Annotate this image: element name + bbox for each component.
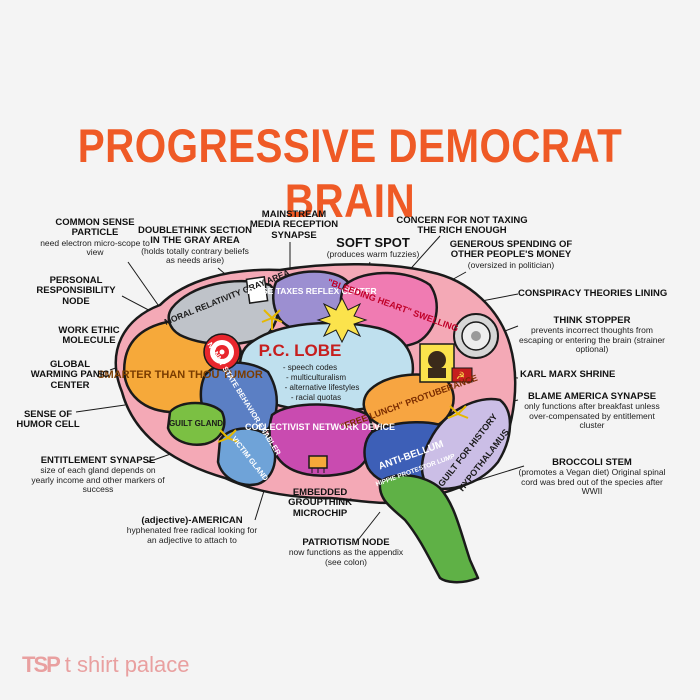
pc-lobe-item: - racial quotas bbox=[291, 393, 341, 402]
soft-spot-star bbox=[316, 296, 368, 344]
victim-gland bbox=[216, 427, 277, 487]
callout-personal-responsibility: PERSONAL RESPONSIBILITY NODE bbox=[36, 275, 116, 307]
brand-name: t shirt palace bbox=[64, 652, 190, 677]
guilt-gland-label: GUILT GLAND bbox=[169, 419, 223, 428]
callout-concern-taxing: CONCERN FOR NOT TAXING THE RICH ENOUGH bbox=[396, 215, 528, 237]
groupthink-microchip-icon bbox=[308, 455, 328, 473]
collectivist-label: COLLECTIVIST NETWORK DEVICE bbox=[245, 422, 395, 432]
callout-common-sense: COMMON SENSE PARTICLE need electron micr… bbox=[40, 217, 150, 258]
pc-lobe-item: - alternative lifestyles bbox=[285, 383, 360, 392]
guilt-gland bbox=[166, 401, 226, 446]
callout-generous-spending: GENEROUS SPENDING OF OTHER PEOPLE'S MONE… bbox=[449, 239, 573, 270]
karl-marx-shrine: ☭ bbox=[419, 343, 473, 383]
broccoli-stem bbox=[378, 474, 480, 584]
callout-blame-america: BLAME AMERICA SYNAPSE only functions aft… bbox=[524, 391, 660, 431]
callout-work-ethic: WORK ETHIC MOLECULE bbox=[58, 325, 120, 347]
collectivist-device bbox=[268, 403, 374, 477]
callout-karl-marx: KARL MARX SHRINE bbox=[520, 369, 616, 380]
callout-soft-spot: SOFT SPOT (produces warm fuzzies) bbox=[326, 235, 420, 260]
pc-lobe-item: - multiculturalism bbox=[286, 373, 346, 382]
raise-taxes-label: RAISE TAXES REFLEX CENTER bbox=[247, 286, 376, 296]
callout-think-stopper: THINK STOPPER prevents incorrect thought… bbox=[519, 315, 665, 355]
callout-sense-of-humor: SENSE OF HUMOR CELL bbox=[16, 409, 80, 431]
callout-mainstream-media: MAINSTREAM MEDIA RECEPTION SYNAPSE bbox=[249, 209, 339, 241]
callout-global-warming: GLOBAL WARMING PANIC CENTER bbox=[30, 359, 110, 391]
pc-lobe-title: P.C. LOBE bbox=[259, 341, 342, 360]
callout-american: (adjective)-AMERICAN hyphenated free rad… bbox=[126, 515, 258, 545]
synapse-sparks bbox=[217, 309, 469, 443]
think-stopper bbox=[453, 313, 499, 359]
global-warming-target bbox=[203, 333, 241, 371]
svg-text:☭: ☭ bbox=[456, 371, 465, 382]
callout-broccoli-stem: BROCCOLI STEM (promotes a Vegan diet) Or… bbox=[518, 457, 666, 497]
brand-logo: TSP bbox=[22, 652, 61, 677]
callout-entitlement: ENTITLEMENT SYNAPSE size of each gland d… bbox=[31, 455, 165, 495]
page-title: PROGRESSIVE DEMOCRAT BRAIN bbox=[77, 119, 623, 227]
callout-groupthink: EMBEDDED GROUPTHINK MICROCHIP bbox=[288, 487, 352, 519]
callout-doublethink: DOUBLETHINK SECTION IN THE GRAY AREA (ho… bbox=[138, 225, 252, 266]
pc-lobe-item: - speech codes bbox=[283, 363, 337, 372]
callout-patriotism: PATRIOTISM NODE now functions as the app… bbox=[288, 537, 404, 567]
doublethink-card bbox=[245, 276, 269, 304]
smarter-label: SMARTER THAN THOU TUMOR bbox=[97, 369, 263, 381]
callout-conspiracy: CONSPIRACY THEORIES LINING bbox=[518, 288, 668, 299]
